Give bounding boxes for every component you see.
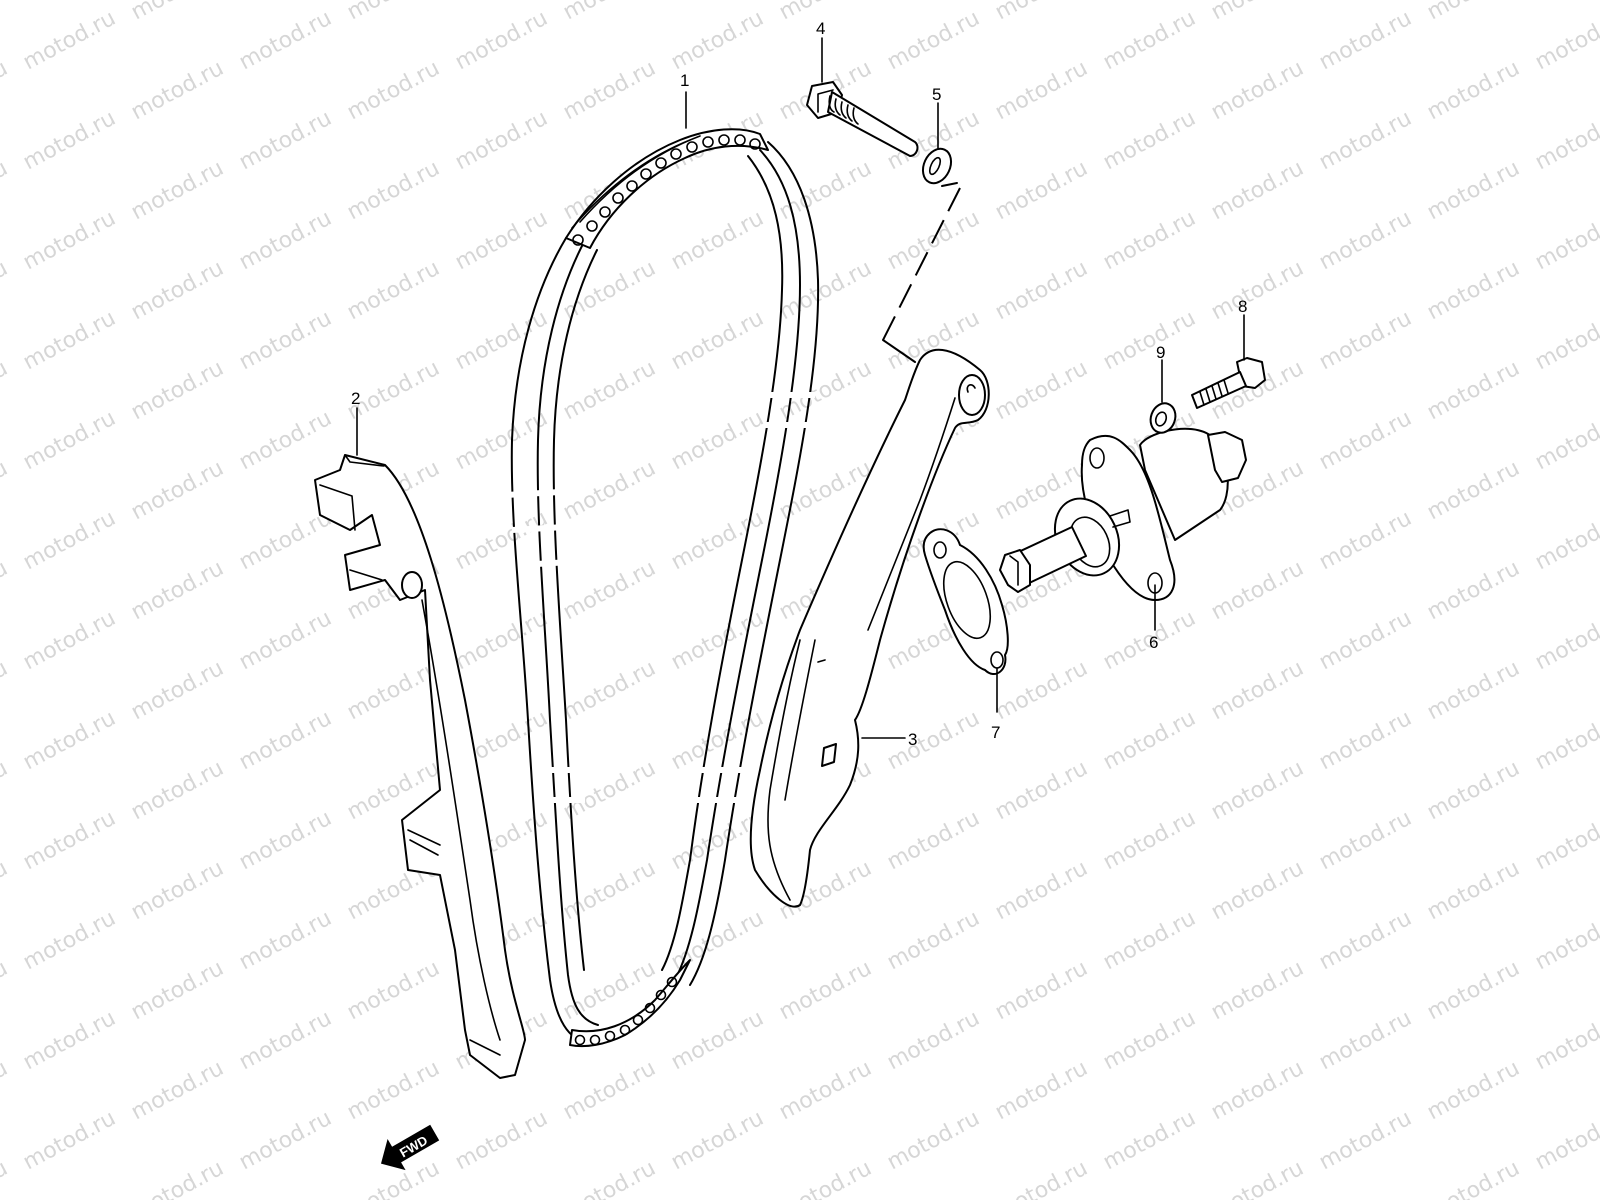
callout-leaders <box>356 37 1245 739</box>
tensioner-adjuster-part-6[interactable] <box>999 427 1247 601</box>
callout-3[interactable]: 3 <box>908 730 917 749</box>
washer-part-5[interactable] <box>918 144 957 188</box>
callout-8[interactable]: 8 <box>1238 297 1247 316</box>
adjuster-bolt-part-8[interactable] <box>1191 357 1266 409</box>
callout-labels: 1 2 3 4 5 6 7 8 9 <box>351 19 1247 749</box>
callout-9[interactable]: 9 <box>1156 343 1165 362</box>
fwd-arrow-icon <box>381 1124 440 1171</box>
fwd-arrow: FWD <box>381 1124 440 1171</box>
cam-chain-part-1[interactable] <box>504 128 820 1048</box>
callout-4[interactable]: 4 <box>816 19 825 38</box>
assembly-line-to-arm <box>882 339 916 363</box>
front-chain-guide-part-2[interactable] <box>314 454 526 1079</box>
assembly-dashed-line <box>882 187 961 341</box>
chain-links-top <box>565 128 769 249</box>
chain-links-bottom <box>569 959 691 1048</box>
assembly-line-5-to-3 <box>941 182 958 187</box>
gasket-part-7[interactable] <box>922 528 1009 675</box>
callout-5[interactable]: 5 <box>932 85 941 104</box>
callout-2[interactable]: 2 <box>351 389 360 408</box>
tensioner-arm-part-3[interactable] <box>749 348 990 908</box>
callout-7[interactable]: 7 <box>991 723 1000 742</box>
pivot-bolt-part-4[interactable] <box>806 81 919 157</box>
washer-part-9[interactable] <box>1147 400 1180 436</box>
callout-6[interactable]: 6 <box>1149 633 1158 652</box>
callout-1[interactable]: 1 <box>680 71 689 90</box>
